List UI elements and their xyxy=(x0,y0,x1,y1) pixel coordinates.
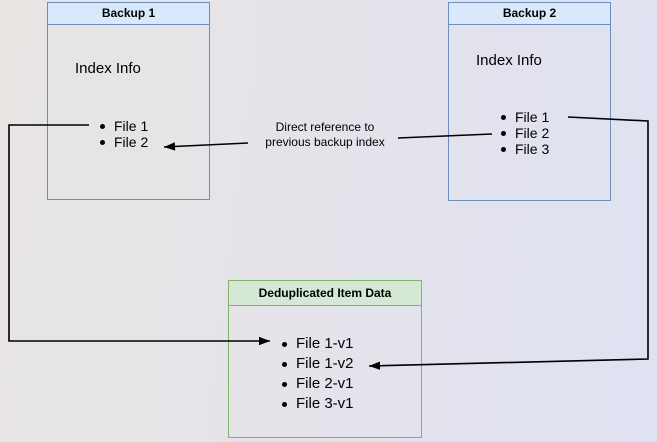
list-item: File 3-v1 xyxy=(281,394,354,414)
deduplicated-item-data-box: Deduplicated Item Data File 1-v1 File 1-… xyxy=(228,280,422,438)
backup2-box: Backup 2 Index Info File 1 File 2 File 3 xyxy=(448,2,611,201)
list-item: File 1-v2 xyxy=(281,354,354,374)
backup1-box: Backup 1 Index Info File 1 File 2 xyxy=(47,2,210,200)
list-item: File 2 xyxy=(99,134,148,150)
list-item: File 1 xyxy=(99,118,148,134)
list-item: File 2 xyxy=(500,125,549,141)
list-item: File 1-v1 xyxy=(281,334,354,354)
list-item: File 1 xyxy=(500,109,549,125)
backup1-header: Backup 1 xyxy=(48,3,209,25)
backup2-header: Backup 2 xyxy=(449,3,610,25)
list-item: File 2-v1 xyxy=(281,374,354,394)
list-item: File 3 xyxy=(500,141,549,157)
edge-label-direct-reference: Direct reference to previous backup inde… xyxy=(265,120,385,149)
backup1-file-list: File 1 File 2 xyxy=(99,118,148,150)
dedup-header: Deduplicated Item Data xyxy=(229,281,421,306)
dedup-file-list: File 1-v1 File 1-v2 File 2-v1 File 3-v1 xyxy=(281,334,354,414)
backup1-index-info-heading: Index Info xyxy=(75,60,141,77)
backup2-index-info-heading: Index Info xyxy=(476,52,542,69)
backup2-file-list: File 1 File 2 File 3 xyxy=(500,109,549,157)
